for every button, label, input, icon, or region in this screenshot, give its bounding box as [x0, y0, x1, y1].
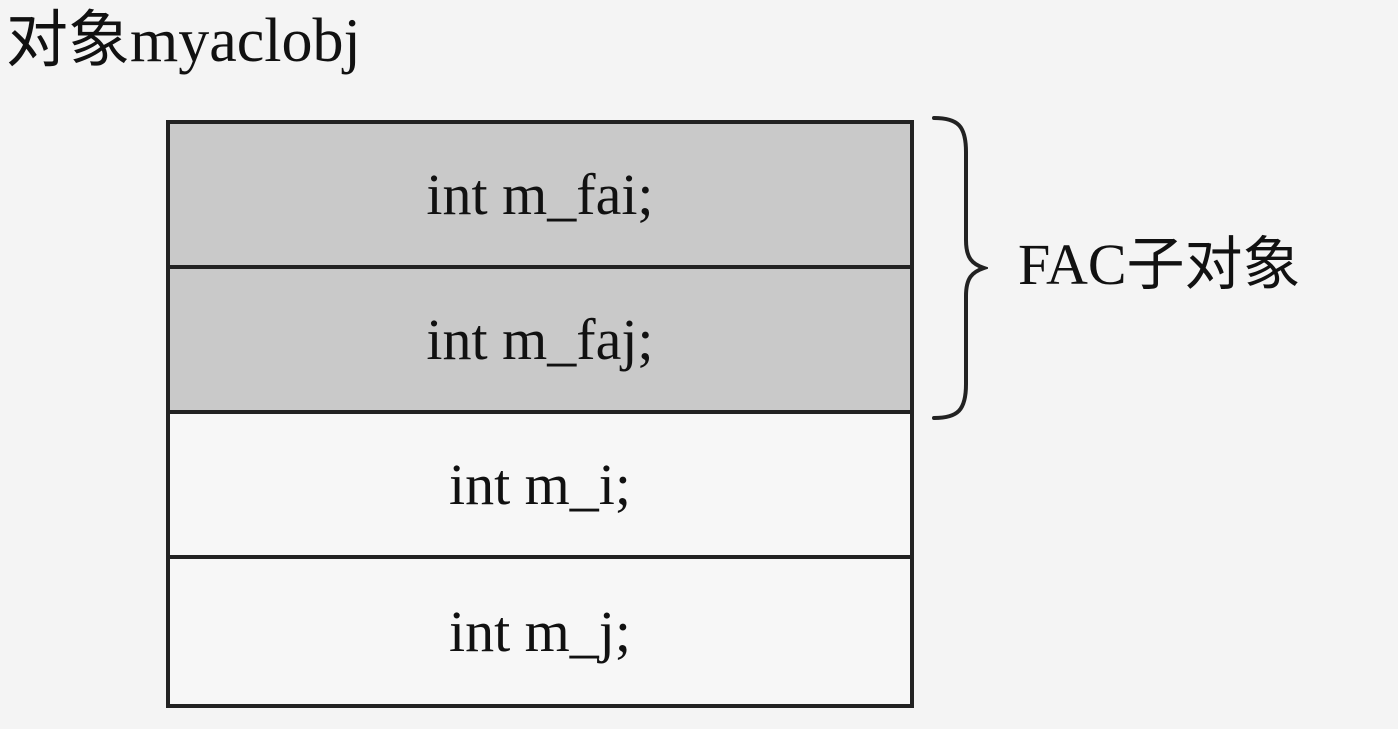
curly-brace-icon	[932, 116, 988, 420]
object-title: 对象myaclobj	[6, 7, 361, 75]
object-layout-table: int m_fai; int m_faj; int m_i; int m_j;	[166, 120, 914, 708]
row-m-j: int m_j;	[170, 559, 910, 704]
fac-subobject-label: FAC子对象	[1018, 232, 1301, 297]
row-m-fai: int m_fai;	[170, 124, 910, 269]
row-m-faj: int m_faj;	[170, 269, 910, 414]
row-m-i: int m_i;	[170, 414, 910, 559]
